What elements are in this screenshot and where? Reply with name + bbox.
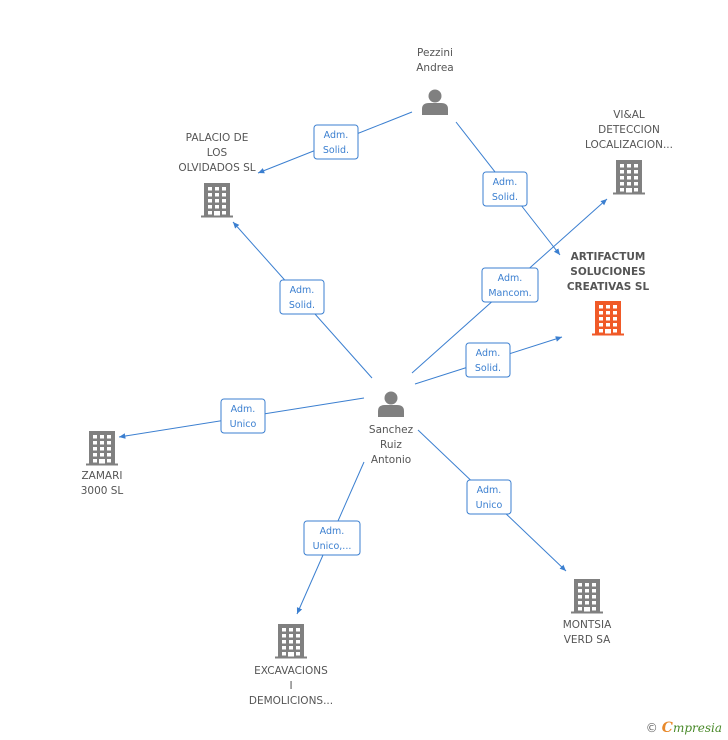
- node-label-montsia: MONTSIA: [563, 619, 612, 631]
- node-label-artifactum: CREATIVAS SL: [567, 281, 650, 293]
- edge-label-box[interactable]: [303, 520, 361, 556]
- edge-label-box[interactable]: [466, 479, 512, 515]
- node-label-artifactum: ARTIFACTUM: [571, 251, 646, 263]
- edge-sanchez-palacio: Adm. Solid.: [232, 221, 373, 379]
- edge-label-text: Unico,...: [313, 541, 352, 552]
- edge-label-text: Solid.: [475, 363, 501, 374]
- edge-label-text: Adm.: [290, 285, 315, 296]
- building-icon: [201, 183, 233, 218]
- edge-label-box[interactable]: [220, 398, 266, 434]
- building-icon: [275, 624, 307, 659]
- person-icon: [378, 391, 404, 417]
- edge-label-text: Adm.: [477, 485, 502, 496]
- brand-logo-name: mpresia: [672, 721, 722, 735]
- edge-label-box[interactable]: [465, 342, 511, 378]
- edge-label-text: Solid.: [289, 300, 315, 311]
- node-label-artifactum: SOLUCIONES: [570, 266, 645, 278]
- edge-pezzini-artifactum: Adm. Solid.: [455, 121, 561, 256]
- edge-pezzini-palacio: Adm. Solid.: [257, 111, 413, 174]
- node-label-excavacions: I: [289, 680, 292, 692]
- node-zamari[interactable]: ZAMARI 3000 SL: [81, 431, 124, 497]
- node-label-vial: LOCALIZACION...: [585, 139, 673, 151]
- edge-sanchez-montsia: Adm. Unico: [417, 429, 567, 572]
- edge-label-text: Adm.: [231, 404, 256, 415]
- edge-label-text: Unico: [230, 419, 257, 430]
- node-label-pezzini: Pezzini: [417, 47, 453, 59]
- node-vial[interactable]: VI&AL DETECCION LOCALIZACION...: [585, 109, 673, 195]
- building-icon: [592, 301, 624, 336]
- node-label-sanchez: Ruiz: [380, 439, 402, 451]
- edge-label-text: Adm.: [498, 273, 523, 284]
- edge-label-text: Adm.: [493, 177, 518, 188]
- node-label-vial: DETECCION: [598, 124, 660, 136]
- node-artifactum[interactable]: ARTIFACTUM SOLUCIONES CREATIVAS SL: [567, 251, 650, 336]
- node-label-zamari: ZAMARI: [81, 470, 122, 482]
- node-label-sanchez: Antonio: [371, 454, 411, 466]
- edge-sanchez-artifactum: Adm. Solid.: [414, 336, 563, 385]
- node-label-palacio: PALACIO DE: [186, 132, 249, 144]
- edge-label-text: Solid.: [323, 145, 349, 156]
- node-label-vial: VI&AL: [613, 109, 645, 121]
- edge-sanchez-excavacions: Adm. Unico,...: [296, 461, 365, 615]
- node-label-excavacions: EXCAVACIONS: [254, 665, 328, 677]
- node-label-montsia: VERD SA: [564, 634, 611, 646]
- edge-label-text: Unico: [476, 500, 503, 511]
- edge-label-box[interactable]: [313, 124, 359, 160]
- edge-sanchez-vial: Adm. Mancom.: [411, 198, 608, 374]
- building-icon: [571, 579, 603, 614]
- node-label-pezzini: Andrea: [416, 62, 453, 74]
- brand-footer: ©Cmpresia: [646, 720, 722, 736]
- node-label-palacio: OLVIDADOS SL: [178, 162, 255, 174]
- person-icon: [422, 89, 448, 115]
- edge-label-text: Adm.: [476, 348, 501, 359]
- brand-logo-initial: C: [661, 720, 673, 736]
- node-label-palacio: LOS: [207, 147, 228, 159]
- node-label-excavacions: DEMOLICIONS...: [249, 695, 333, 707]
- node-label-zamari: 3000 SL: [81, 485, 124, 497]
- node-montsia[interactable]: MONTSIA VERD SA: [563, 579, 612, 646]
- edge-label-text: Solid.: [492, 192, 518, 203]
- copyright-icon: ©: [645, 721, 658, 735]
- edge-label-box[interactable]: [481, 267, 539, 303]
- edge-sanchez-zamari: Adm. Unico: [118, 397, 365, 439]
- building-icon: [613, 160, 645, 195]
- node-excavacions[interactable]: EXCAVACIONS I DEMOLICIONS...: [249, 624, 333, 707]
- node-label-sanchez: Sanchez: [369, 424, 414, 436]
- edge-label-text: Adm.: [320, 526, 345, 537]
- edge-label-text: Mancom.: [488, 288, 531, 299]
- edge-label-box[interactable]: [482, 171, 528, 207]
- building-icon: [86, 431, 118, 466]
- node-palacio[interactable]: PALACIO DE LOS OLVIDADOS SL: [178, 132, 256, 218]
- edge-label-text: Adm.: [324, 130, 349, 141]
- edge-label-box[interactable]: [279, 279, 325, 315]
